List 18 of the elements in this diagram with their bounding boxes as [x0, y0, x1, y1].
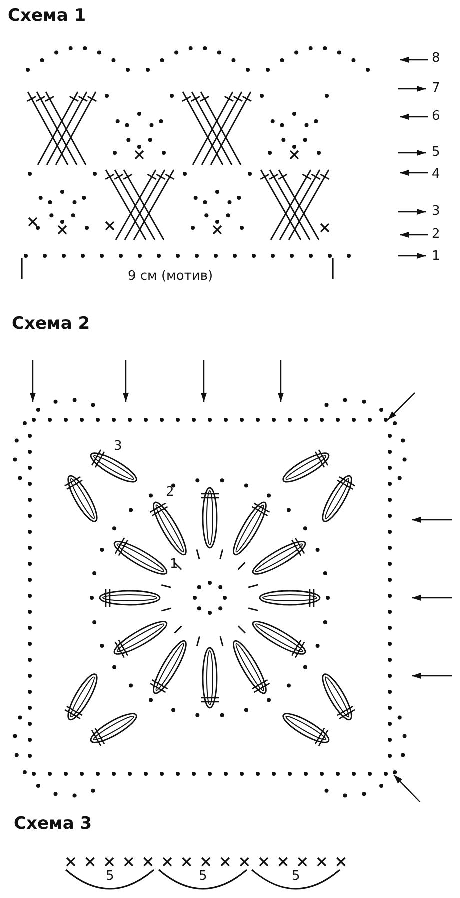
- row-number: 6: [432, 110, 440, 123]
- stitch-count: 5: [199, 870, 208, 883]
- round-number: 1: [170, 558, 178, 571]
- stitch-count: 5: [106, 870, 114, 883]
- round-number: 2: [166, 486, 174, 499]
- chart-title: Схема 3: [14, 816, 92, 833]
- stitch-count: 5: [292, 870, 300, 883]
- row-number: 1: [432, 250, 440, 263]
- row-number: 4: [432, 168, 440, 181]
- row-number: 3: [432, 205, 440, 218]
- row-number: 7: [432, 82, 440, 95]
- row-number: 2: [432, 228, 440, 241]
- row-number: 8: [432, 52, 440, 65]
- chart-title: Схема 1: [8, 8, 86, 25]
- chart-title: Схема 2: [12, 316, 90, 333]
- row-number: 5: [432, 146, 440, 159]
- dimension-label: 9 см (мотив): [128, 270, 214, 283]
- round-number: 3: [114, 440, 122, 453]
